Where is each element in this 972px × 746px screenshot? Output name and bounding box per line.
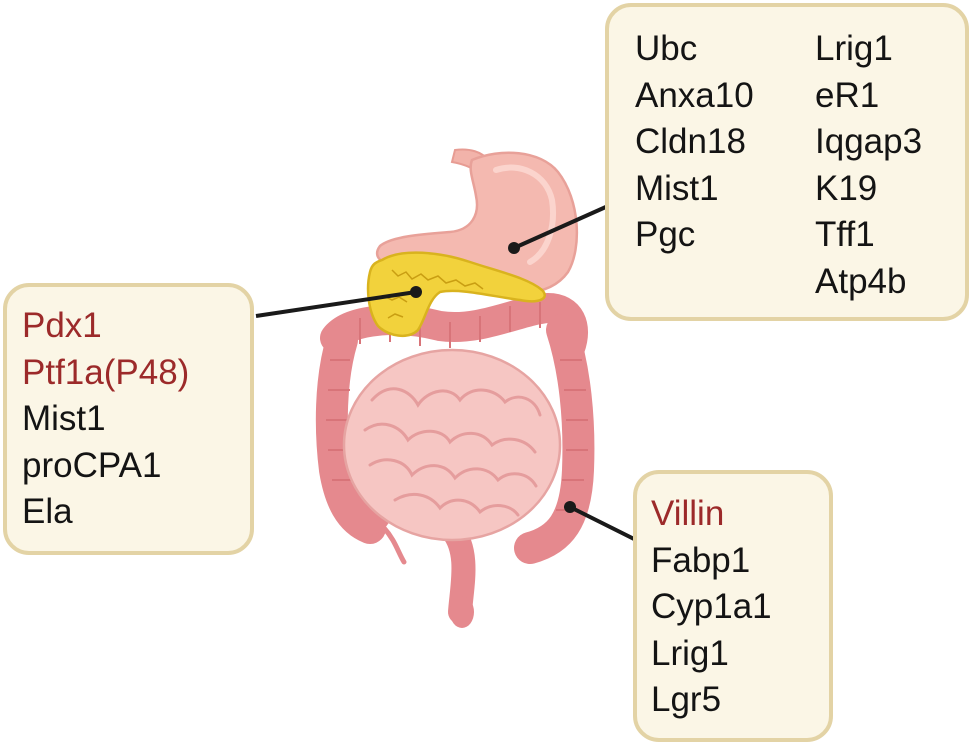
intestine-connector-dot (564, 501, 576, 513)
stomach-marker-box: Ubc Anxa10 Cldn18 Mist1 Pgc Lrig1 eR1 Iq… (605, 3, 969, 321)
pancreas-marker: proCPA1 (22, 445, 162, 485)
stomach-marker: Cldn18 (635, 122, 746, 161)
appendix (381, 525, 407, 565)
pancreas-marker: Mist1 (22, 399, 106, 438)
stomach-marker: Atp4b (815, 261, 907, 301)
intestine-marker: Lrig1 (651, 633, 729, 673)
pancreas-marker-list: Pdx1 Ptf1a(P48) Mist1 proCPA1 Ela (22, 303, 189, 536)
colon-haustra-left (326, 359, 354, 481)
stomach-marker: Anxa10 (635, 75, 754, 115)
stomach-marker-column-2: Lrig1 eR1 Iqgap3 K19 Tff1 Atp4b (815, 26, 922, 305)
stomach-marker: Iqgap3 (815, 122, 923, 161)
stomach-marker: Mist1 (635, 168, 719, 208)
intestine-marker: Cyp1a1 (651, 587, 772, 626)
small-intestine-illustration (342, 348, 562, 542)
stomach-marker: Pgc (635, 215, 696, 254)
pancreas-body (366, 251, 546, 338)
connectors (255, 204, 637, 542)
pancreas-connector-line (255, 290, 417, 318)
stomach-marker: Ubc (635, 29, 698, 68)
pancreas-marker-box: Pdx1 Ptf1a(P48) Mist1 proCPA1 Ela (3, 283, 254, 555)
pancreas-highlight-marker: Pdx1 (22, 306, 102, 345)
pancreas-marker: Ela (22, 492, 73, 531)
stomach-connector-line (513, 204, 609, 250)
stomach-connector-dot (508, 242, 520, 254)
stomach-marker: K19 (815, 168, 878, 208)
colon-haustra-right (556, 359, 588, 511)
intestine-marker: Lgr5 (651, 680, 722, 719)
pancreas-connector-dot (410, 286, 422, 298)
intestine-marker: Fabp1 (651, 540, 751, 580)
pancreas-illustration (366, 251, 546, 338)
intestine-marker-box: Villin Fabp1 Cyp1a1 Lrig1 Lgr5 (633, 470, 833, 742)
intestine-marker-list: Villin Fabp1 Cyp1a1 Lrig1 Lgr5 (651, 491, 772, 724)
stomach-highlight (493, 164, 556, 265)
small-intestine-mass (342, 348, 562, 542)
intestine-connector-line (569, 505, 637, 542)
small-intestine-coils (363, 387, 542, 517)
stomach-marker: Tff1 (815, 215, 875, 254)
descending-colon (514, 314, 595, 564)
pancreas-highlight-marker: Ptf1a(P48) (22, 352, 190, 392)
stomach-marker-column-1: Ubc Anxa10 Cldn18 Mist1 Pgc (635, 26, 754, 259)
stomach-marker: Lrig1 (815, 29, 893, 68)
rectum-end (450, 596, 474, 628)
intestine-highlight-marker: Villin (651, 494, 725, 533)
stomach-marker: eR1 (815, 75, 880, 115)
